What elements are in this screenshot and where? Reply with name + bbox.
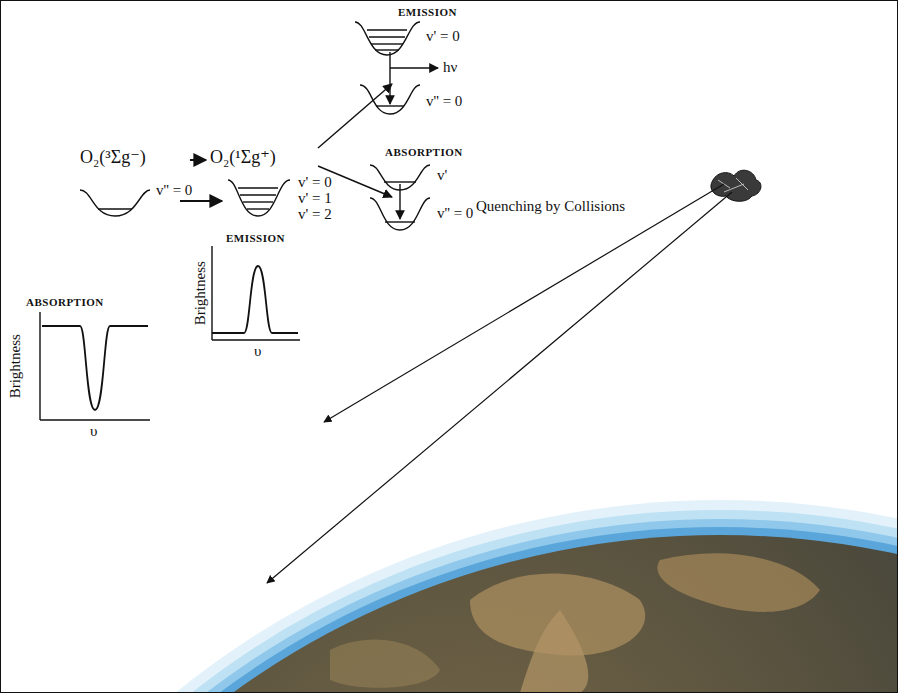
level-label: v' xyxy=(437,167,447,184)
absorption-graph xyxy=(40,312,150,420)
drawing-stroke xyxy=(247,208,269,209)
drawing-stroke xyxy=(0,535,898,693)
state-label: O₂(³Σg⁻) xyxy=(80,148,146,168)
drawing-stroke xyxy=(390,67,438,68)
drawing-stroke xyxy=(267,192,732,583)
level-label: v'' = 0 xyxy=(156,182,192,199)
drawing-stroke xyxy=(520,610,588,693)
drawing-stroke xyxy=(371,43,403,44)
drawing-stroke xyxy=(711,170,761,201)
drawing-stroke xyxy=(0,527,898,693)
transition-arrows xyxy=(190,84,392,197)
level-label: v'' = 0 xyxy=(426,93,462,110)
level-label: v' = 0 xyxy=(426,28,460,45)
drawing-stroke xyxy=(228,180,290,216)
panel-title: ABSORPTION xyxy=(385,146,463,158)
drawing-stroke xyxy=(243,201,273,202)
emission-wells xyxy=(355,22,438,114)
drawing-stroke xyxy=(98,208,132,209)
level-label: v' = 1 xyxy=(298,190,332,207)
axis-label: Brightness xyxy=(7,334,24,398)
axis-label: Brightness xyxy=(192,261,209,325)
level-label: v' = 2 xyxy=(298,206,332,223)
drawing-stroke xyxy=(40,419,150,420)
drawing-stroke xyxy=(367,29,407,30)
emission-graph xyxy=(212,246,300,340)
drawing-stroke xyxy=(190,159,206,161)
graph-title: ABSORPTION xyxy=(26,296,104,308)
panel-title: EMISSION xyxy=(398,6,457,18)
drawing-stroke xyxy=(211,246,212,340)
state-label: O₂(¹Σg⁺) xyxy=(210,148,276,168)
drawing-stroke xyxy=(212,266,298,333)
drawing-stroke xyxy=(39,312,40,420)
level-label: v' = 0 xyxy=(298,174,332,191)
level-label: v'' = 0 xyxy=(437,205,473,222)
drawing-stroke xyxy=(42,326,148,410)
absorption-wells xyxy=(370,165,430,230)
drawing-stroke xyxy=(238,187,278,188)
drawing-stroke xyxy=(384,181,416,182)
photon-label: hν xyxy=(443,59,457,76)
drawing-stroke xyxy=(212,339,300,340)
drawing-stroke xyxy=(369,36,405,37)
drawing-stroke xyxy=(80,190,150,216)
drawing-stroke xyxy=(0,500,898,693)
satellite-cloud xyxy=(267,170,761,583)
drawing-stroke xyxy=(385,221,415,222)
drawing-stroke xyxy=(324,184,724,422)
note-label: Quenching by Collisions xyxy=(476,198,625,215)
drawing-stroke xyxy=(0,519,898,693)
earth xyxy=(0,500,898,693)
drawing-stroke xyxy=(240,194,276,195)
drawing-stroke xyxy=(657,553,820,612)
axis-label: υ xyxy=(254,343,261,360)
drawing-stroke xyxy=(375,49,399,50)
drawing-stroke xyxy=(330,640,440,688)
drawing-stroke xyxy=(355,22,420,55)
drawing-stroke xyxy=(318,84,392,148)
drawing-stroke xyxy=(180,200,222,202)
graph-title: EMISSION xyxy=(226,232,285,244)
axis-label: υ xyxy=(90,423,97,440)
drawing-stroke xyxy=(399,184,400,219)
ground-excited-wells xyxy=(80,180,290,216)
drawing-stroke xyxy=(376,105,404,106)
drawing-stroke xyxy=(0,510,898,693)
drawing-stroke xyxy=(389,52,390,104)
